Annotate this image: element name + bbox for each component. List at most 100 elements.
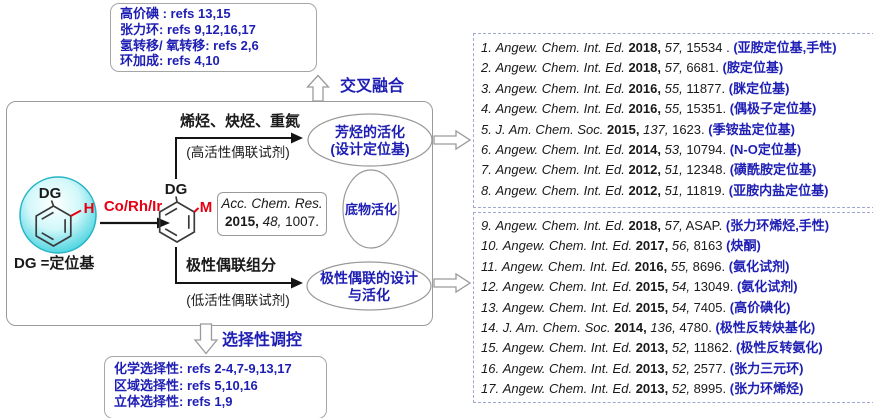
ref-year: 2016,	[634, 258, 668, 274]
acc-ref-journal: Acc. Chem. Res.	[221, 196, 323, 211]
reference-item: 3. Angew. Chem. Int. Ed. 2016, 55, 11877…	[481, 79, 873, 99]
ref-tag-cn: (高价碘化)	[729, 299, 791, 315]
ref-volume: 55,	[664, 101, 683, 117]
ref-volume: 56,	[671, 238, 690, 254]
acc-ref-line1: Acc. Chem. Res.	[218, 195, 326, 213]
reference-item: 6. Angew. Chem. Int. Ed. 2014, 53, 10794…	[481, 140, 873, 160]
ref-tag-cn: (偶极子定位基)	[729, 101, 817, 117]
ref-year: 2014,	[628, 142, 661, 158]
ref-number: 9.	[481, 218, 492, 233]
summary-line: 张力环: refs 9,12,16,17	[120, 21, 256, 37]
ref-number: 4.	[481, 101, 492, 117]
ref-year: 2013,	[635, 360, 669, 376]
ref-tag-cn: (极性反转氨化)	[735, 340, 823, 356]
ref-volume: 52,	[671, 381, 690, 397]
ref-page: 15534 .	[686, 40, 730, 55]
selectivity-down-arrow-icon	[193, 323, 219, 355]
ref-year: 2018,	[628, 218, 661, 233]
ref-journal: Angew. Chem. Int. Ed.	[495, 80, 625, 96]
ref-page: 1623.	[672, 121, 705, 137]
ref-number: 11.	[481, 258, 499, 274]
ref-volume: 51,	[664, 162, 683, 178]
reference-item: 8. Angew. Chem. Int. Ed. 2012, 51, 11819…	[481, 181, 873, 201]
ref-year: 2018,	[628, 60, 661, 76]
ref-page: 13049.	[693, 279, 734, 295]
ref-volume: 136,	[650, 320, 676, 336]
cross-fusion-up-arrow-icon	[306, 74, 330, 102]
ref-number: 17.	[481, 381, 500, 397]
ref-number: 12.	[481, 279, 500, 295]
reference-item: 14. J. Am. Chem. Soc. 2014, 136, 4780. (…	[481, 318, 873, 338]
ref-tag-cn: (极性反转炔基化)	[715, 320, 816, 336]
ref-number: 6.	[481, 142, 492, 158]
ref-number: 7.	[481, 162, 492, 178]
ref-journal: J. Am. Chem. Soc.	[502, 320, 611, 336]
output-arrow-bottom-icon	[433, 272, 472, 294]
ref-journal: Angew. Chem. Int. Ed.	[502, 381, 633, 397]
selectivity-refs-box: 化学选择性: refs 2-4,7-9,13,17 区域选择性: refs 5,…	[104, 356, 327, 418]
ref-number: 10.	[481, 238, 500, 254]
ref-journal: J. Am. Chem. Soc.	[495, 121, 604, 137]
ref-volume: 52,	[671, 360, 690, 376]
ref-volume: 57,	[664, 60, 683, 76]
ref-page: 4780.	[679, 320, 712, 336]
ref-year: 2018,	[628, 40, 661, 55]
reference-list-polar-couplings: 9. Angew. Chem. Int. Ed. 2018, 57, ASAP.…	[473, 212, 873, 403]
reference-item: 2. Angew. Chem. Int. Ed. 2018, 57, 6681.…	[481, 58, 873, 78]
ref-number: 14.	[481, 320, 500, 336]
ref-tag-cn: (N-O定位基)	[729, 142, 802, 158]
ref-tag-cn: (胺定位基)	[722, 60, 784, 76]
acc-ref-page: 1007.	[285, 214, 319, 229]
reference-item: 9. Angew. Chem. Int. Ed. 2018, 57, ASAP.…	[481, 216, 873, 236]
ref-tag-cn: (磺酰胺定位基)	[729, 162, 817, 178]
ref-year: 2012,	[628, 162, 661, 178]
ref-tag-cn: (氨化试剂)	[728, 258, 790, 274]
ref-number: 3.	[481, 80, 492, 96]
ref-page: 11862.	[693, 340, 733, 356]
reference-item: 13. Angew. Chem. Int. Ed. 2015, 54, 7405…	[481, 298, 873, 318]
ref-page: 11877.	[686, 80, 726, 96]
cross-fusion-refs-box: 高价碘 : refs 13,15 张力环: refs 9,12,16,17 氢转…	[110, 3, 317, 72]
ref-page: 2577.	[693, 360, 727, 376]
ref-volume: 51,	[664, 182, 683, 198]
summary-line: 区域选择性: refs 5,10,16	[114, 377, 258, 393]
ref-journal: Angew. Chem. Int. Ed.	[502, 279, 633, 295]
ref-journal: Angew. Chem. Int. Ed.	[502, 360, 633, 376]
reference-item: 12. Angew. Chem. Int. Ed. 2015, 54, 1304…	[481, 277, 873, 297]
ref-journal: Angew. Chem. Int. Ed.	[495, 182, 625, 198]
ref-number: 16.	[481, 360, 500, 376]
ref-journal: Angew. Chem. Int. Ed.	[495, 142, 625, 158]
selectivity-label: 选择性调控	[222, 330, 302, 349]
ref-journal: Angew. Chem. Int. Ed.	[502, 238, 633, 254]
ref-journal: Angew. Chem. Int. Ed.	[502, 340, 633, 356]
acc-ref-volume: 48,	[262, 214, 282, 229]
ref-tag-cn: (亚胺定位基,手性)	[733, 40, 837, 55]
ref-volume: 54,	[671, 279, 690, 295]
acc-ref-year: 2015,	[225, 214, 259, 229]
ref-volume: 57,	[664, 40, 683, 55]
ref-journal: Angew. Chem. Int. Ed.	[495, 218, 625, 233]
ref-volume: 137,	[643, 121, 669, 137]
ref-page: 6681.	[686, 60, 719, 76]
reference-item: 5. J. Am. Chem. Soc. 2015, 137, 1623. (季…	[481, 120, 873, 140]
ref-tag-cn: (氨化试剂)	[736, 279, 798, 295]
ref-page: 10794.	[686, 142, 727, 158]
ref-journal: Angew. Chem. Int. Ed.	[501, 258, 632, 274]
ref-year: 2012,	[628, 182, 661, 198]
reference-item: 7. Angew. Chem. Int. Ed. 2012, 51, 12348…	[481, 160, 873, 180]
reference-item: 16. Angew. Chem. Int. Ed. 2013, 52, 2577…	[481, 359, 873, 379]
ref-year: 2017,	[635, 238, 669, 254]
reference-item: 1. Angew. Chem. Int. Ed. 2018, 57, 15534…	[481, 38, 873, 58]
ref-page: 7405.	[693, 299, 727, 315]
ref-tag-cn: (张力环烯烃,手性)	[725, 218, 830, 233]
ref-journal: Angew. Chem. Int. Ed.	[495, 101, 625, 117]
ref-tag-cn: (张力三元环)	[729, 360, 804, 376]
ref-year: 2016,	[628, 80, 661, 96]
ref-year: 2016,	[628, 101, 661, 117]
summary-line: 化学选择性: refs 2-4,7-9,13,17	[114, 361, 292, 376]
ref-journal: Angew. Chem. Int. Ed.	[495, 162, 625, 178]
summary-line: 氢转移/ 氧转移: refs 2,6	[120, 37, 259, 53]
ref-volume: 55,	[664, 80, 683, 96]
ref-tag-cn: (季铵盐定位基)	[708, 121, 795, 137]
ref-number: 5.	[481, 121, 492, 137]
